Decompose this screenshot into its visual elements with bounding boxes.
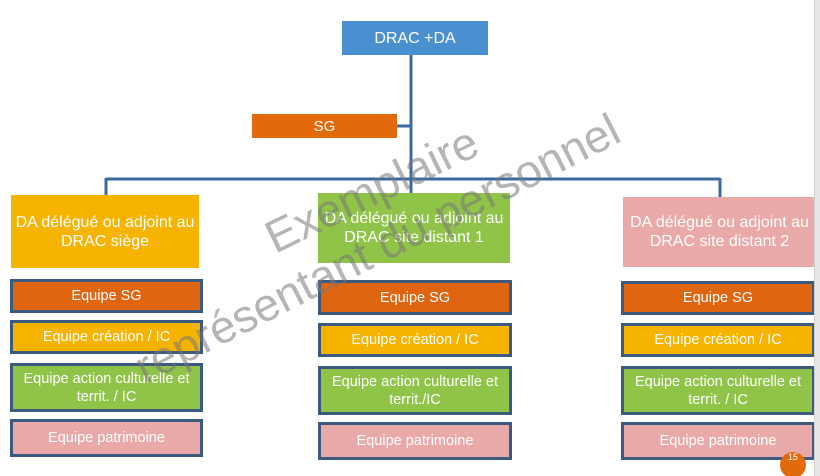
right-edge-scrollbar [814,0,820,476]
team-creation-box: Equipe création / IC [10,320,203,354]
branch-site-distant-2-box: DA délégué ou adjoint au DRAC site dista… [623,197,816,267]
sg-box: SG [252,114,397,138]
team-action-culturelle-box: Equipe action culturelle et territ. / IC [621,366,815,415]
team-creation-box: Equipe création / IC [318,323,512,357]
team-sg-box: Equipe SG [318,280,512,315]
team-sg-box: Equipe SG [621,281,815,315]
page-number-badge: 15 [780,452,806,476]
team-patrimoine-box: Equipe patrimoine [621,422,815,460]
team-patrimoine-box: Equipe patrimoine [318,422,512,460]
team-action-culturelle-box: Equipe action culturelle et territ./IC [318,366,512,415]
branch-siege-box: DA délégué ou adjoint au DRAC siège [11,195,199,268]
team-sg-box: Equipe SG [10,279,203,313]
team-patrimoine-box: Equipe patrimoine [10,419,203,457]
branch-site-distant-1-box: DA délégué ou adjoint au DRAC site dista… [318,193,510,263]
team-action-culturelle-box: Equipe action culturelle et territ. / IC [10,363,203,412]
team-creation-box: Equipe création / IC [621,323,815,357]
drac-root-box: DRAC +DA [342,21,488,55]
